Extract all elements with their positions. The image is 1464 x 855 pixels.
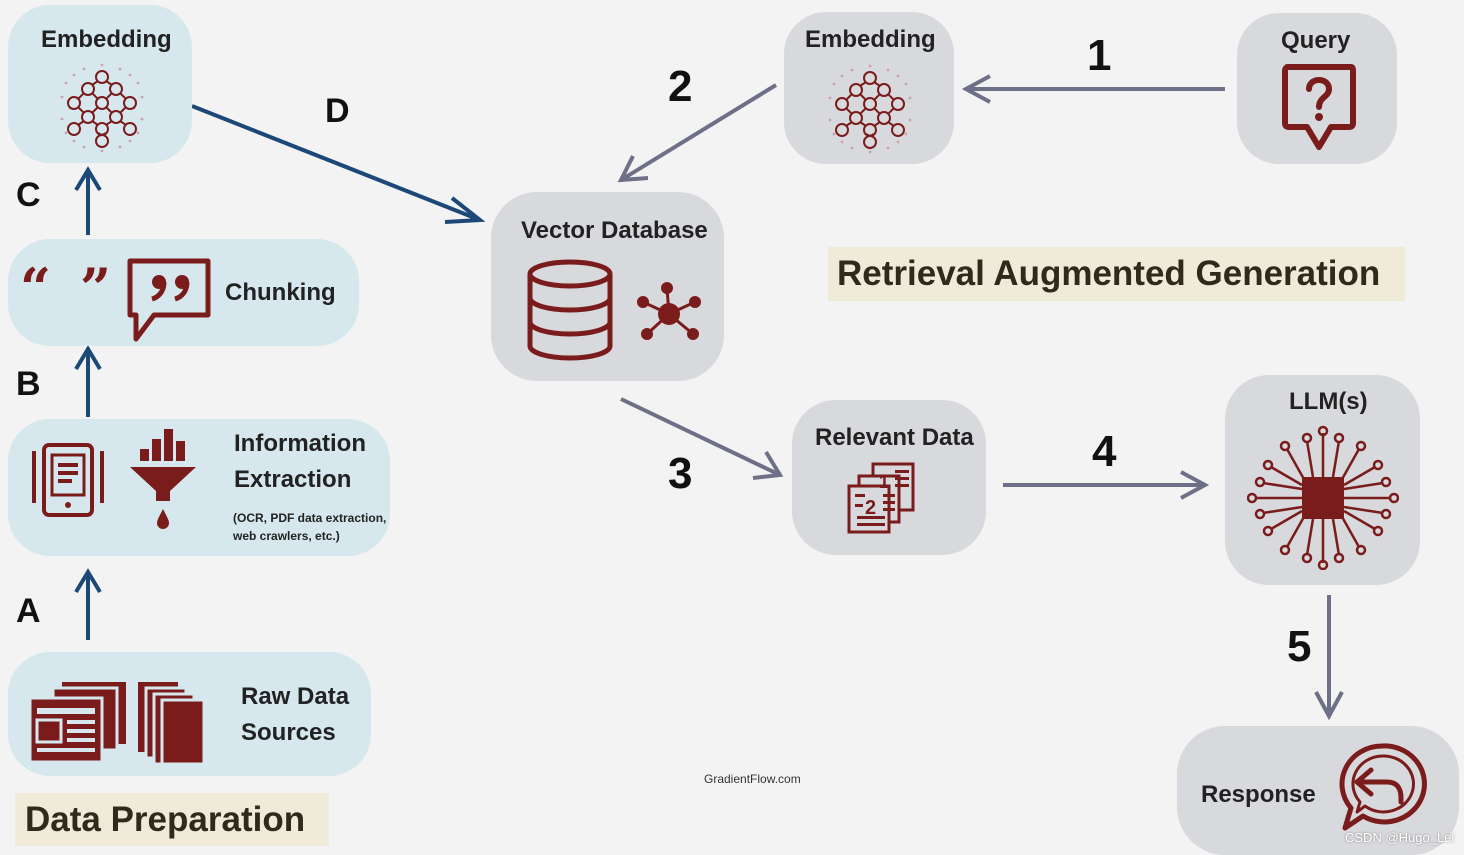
info-extraction-note-line1: (OCR, PDF data extraction,	[233, 511, 387, 525]
csdn-watermark: CSDN @Hugo_Lei	[1345, 830, 1455, 845]
info-extraction-label-line1: Information	[234, 430, 366, 457]
embedding-node-rag: Embedding	[784, 12, 954, 164]
gradientflow-credit: GradientFlow.com	[704, 772, 801, 786]
arrow-c	[74, 166, 102, 235]
relevant-data-node: Relevant Data 1 2	[792, 400, 986, 555]
llm-node: LLM(s)	[1225, 375, 1420, 585]
chunking-node: “ ” Chunking	[8, 239, 359, 346]
info-extraction-label-line2: Extraction	[234, 466, 352, 493]
arrow-2	[617, 83, 778, 183]
rag-title: Retrieval Augmented Generation	[828, 247, 1405, 301]
raw-data-label-line1: Raw Data	[241, 683, 350, 710]
arrow-a	[74, 568, 102, 640]
embedding-network-icon	[60, 63, 144, 153]
arrow-5	[1314, 595, 1344, 721]
step-c-label: C	[16, 176, 41, 214]
data-funnel-icon	[130, 429, 196, 529]
raw-data-sources-node: Raw Data Sources	[8, 652, 371, 776]
mobile-scan-icon	[32, 443, 104, 517]
open-quote-icon: “	[20, 256, 52, 320]
question-bubble-icon	[1282, 64, 1356, 150]
arrow-3	[620, 397, 784, 480]
arrow-4	[1003, 470, 1210, 500]
embedding-label-preparation: Embedding	[41, 26, 172, 53]
arrow-d	[191, 104, 486, 224]
step-a-label: A	[16, 592, 41, 630]
step-5-label: 5	[1287, 622, 1312, 671]
vector-database-label: Vector Database	[521, 217, 708, 244]
step-d-label: D	[325, 92, 350, 130]
step-3-label: 3	[668, 449, 693, 498]
information-extraction-node: Information Extraction (OCR, PDF data ex…	[8, 419, 390, 556]
query-label: Query	[1281, 27, 1351, 54]
embedding-network-icon-rag	[828, 64, 912, 154]
quote-bubble-icon	[127, 258, 211, 342]
close-quote-icon: ”	[80, 256, 112, 320]
response-label: Response	[1201, 781, 1316, 808]
embedding-label-rag: Embedding	[805, 26, 936, 53]
arrow-1	[961, 74, 1225, 104]
doc-rank-2: 2	[865, 497, 876, 519]
info-extraction-note-line2: web crawlers, etc.)	[233, 529, 340, 543]
embedding-node-preparation: Embedding	[8, 5, 192, 163]
step-1-label: 1	[1087, 31, 1112, 80]
step-2-label: 2	[668, 62, 693, 111]
doc-rank-1: 1	[879, 472, 889, 492]
data-preparation-title: Data Preparation	[15, 793, 329, 846]
processor-chip-icon	[1247, 425, 1399, 570]
response-node: Response	[1177, 726, 1459, 855]
llm-label: LLM(s)	[1289, 388, 1368, 415]
raw-data-label-line2: Sources	[241, 719, 336, 746]
documents-icon	[28, 682, 206, 766]
ranked-documents-icon: 1 2	[847, 462, 915, 534]
database-icon	[527, 259, 613, 361]
step-b-label: B	[16, 365, 41, 403]
relevant-data-label: Relevant Data	[815, 424, 974, 451]
query-node: Query	[1237, 13, 1397, 164]
chunking-label: Chunking	[225, 279, 336, 306]
vector-database-node: Vector Database	[491, 192, 724, 381]
arrow-b	[74, 345, 102, 417]
graph-nodes-icon	[637, 282, 701, 340]
reply-bubble-icon	[1339, 743, 1427, 831]
step-4-label: 4	[1092, 427, 1117, 476]
